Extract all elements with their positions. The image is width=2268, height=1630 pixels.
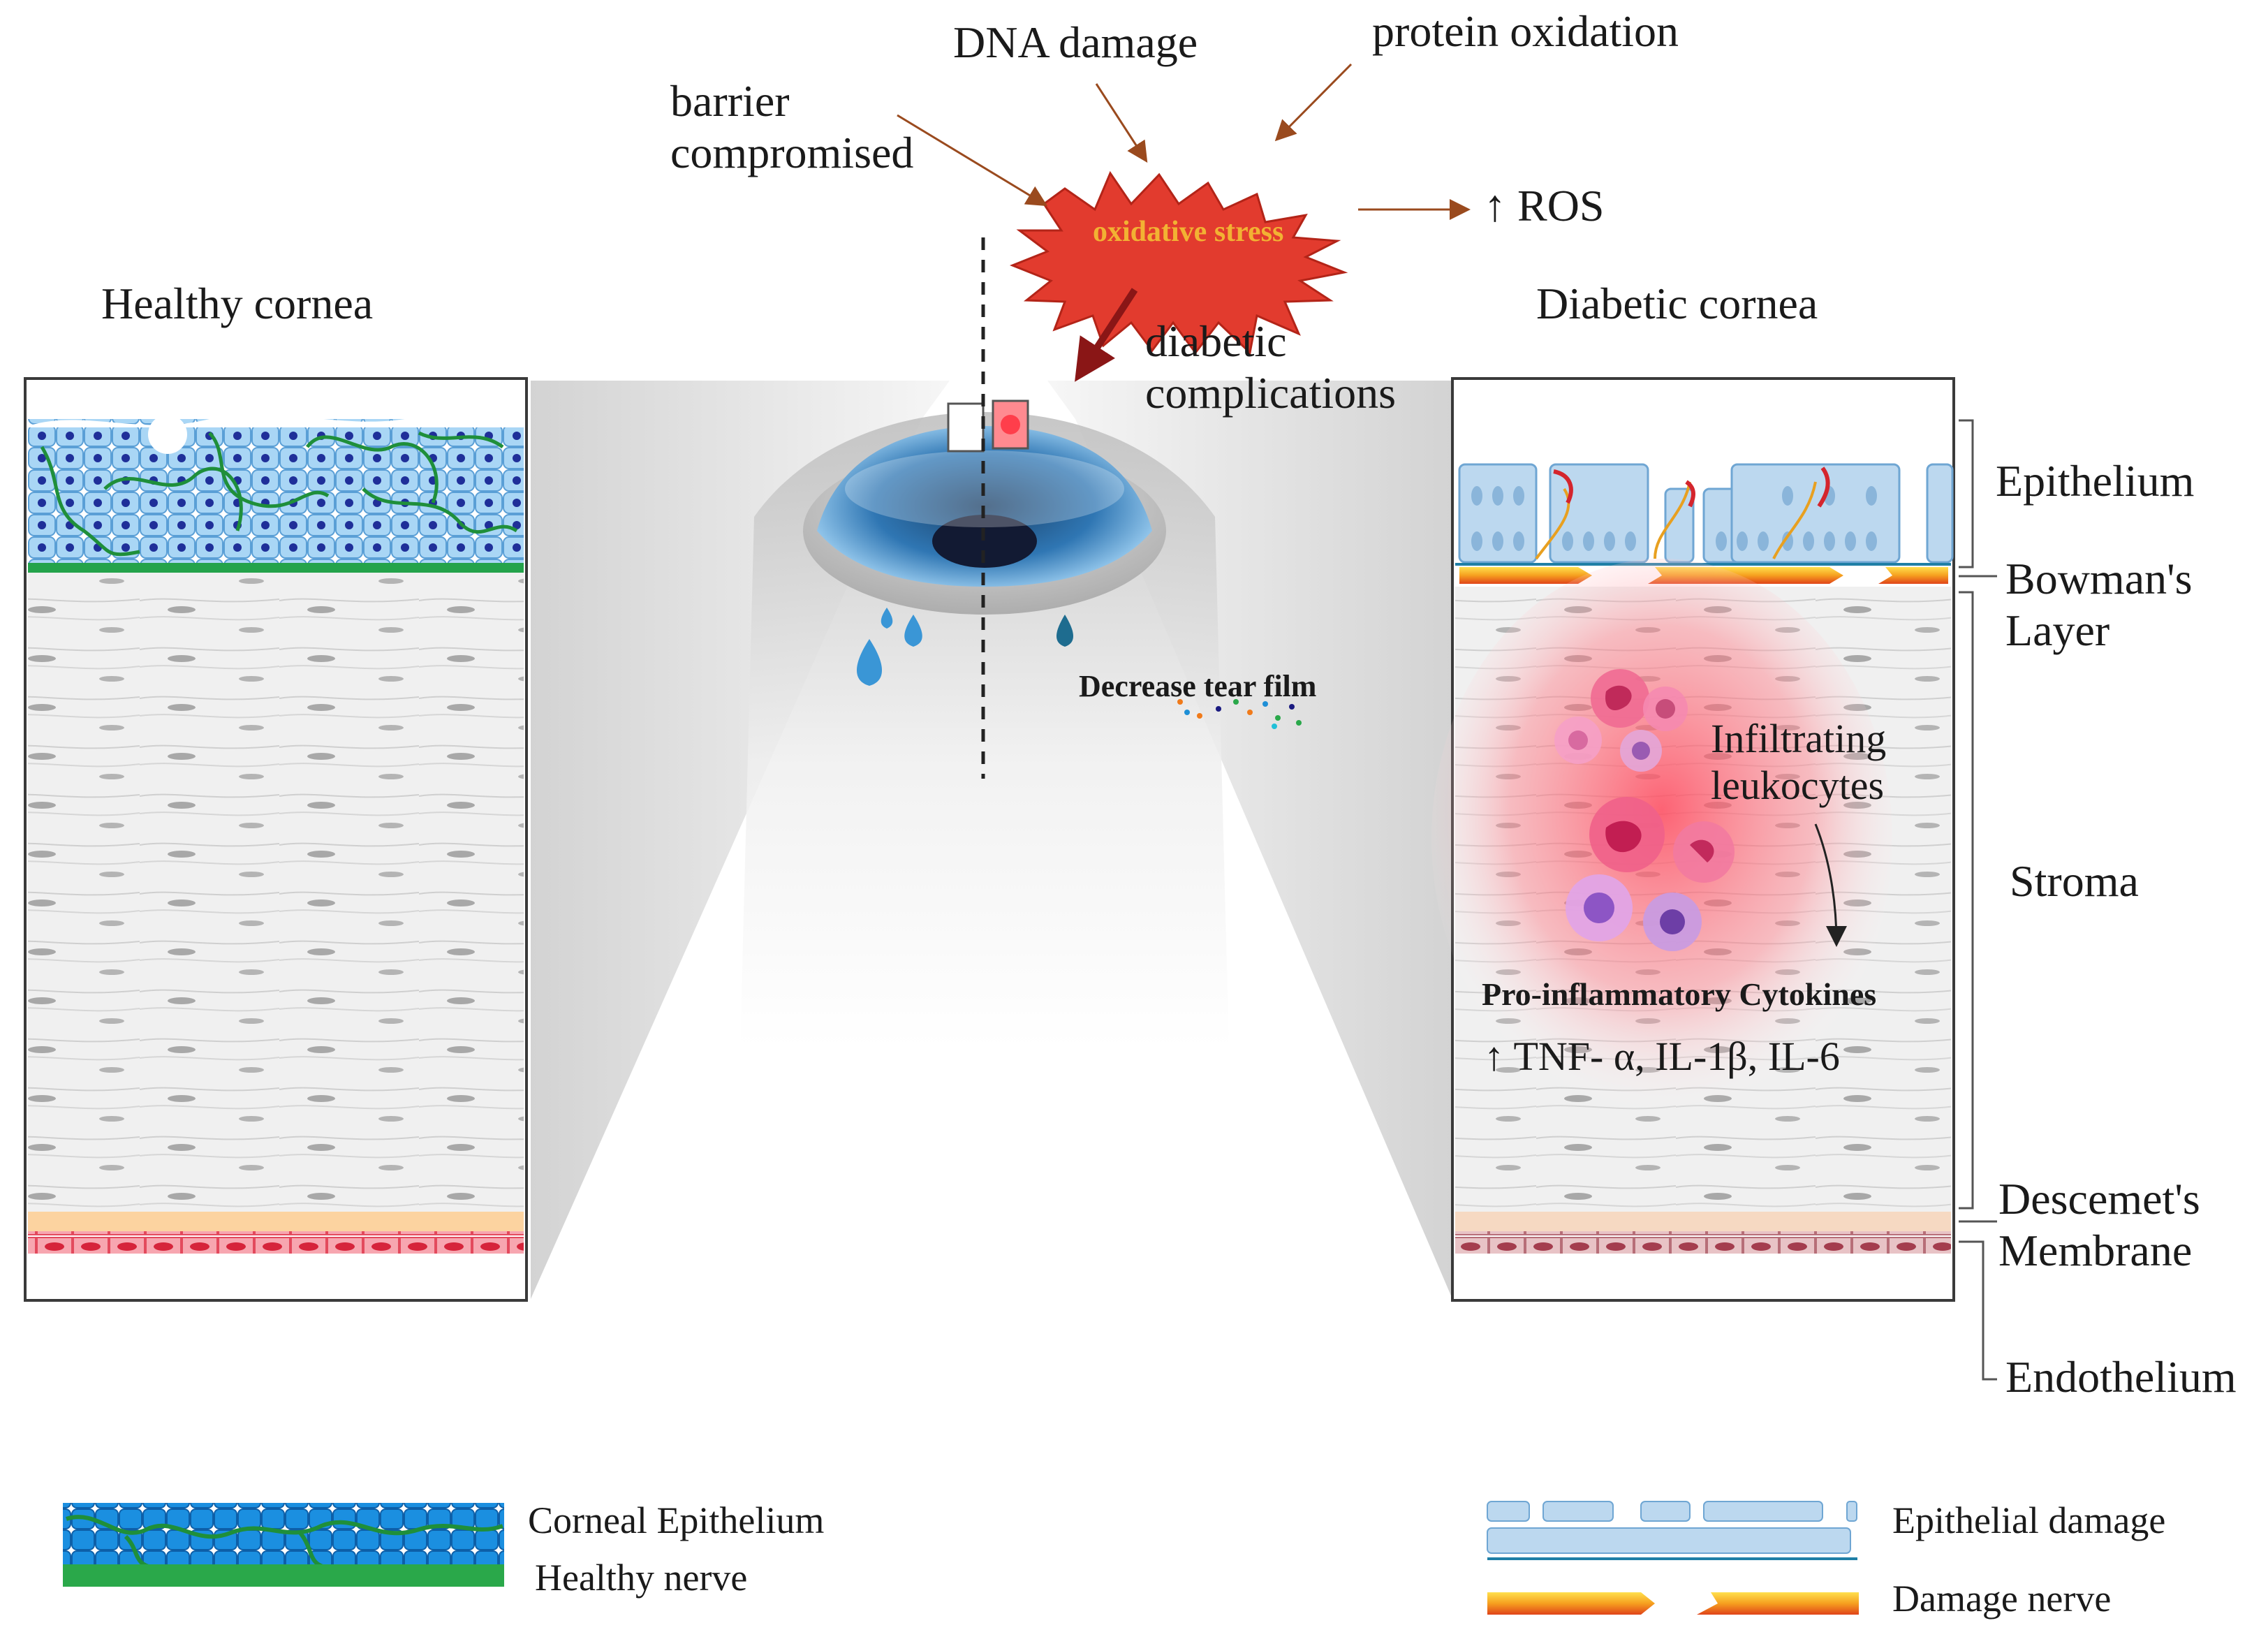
damaged-epithelium bbox=[1455, 463, 1954, 566]
leukocytes bbox=[1554, 669, 1735, 951]
diabetic-cornea-panel bbox=[1431, 377, 1955, 1302]
left-projection-cone bbox=[531, 381, 950, 1299]
legend-damage-nerve: Damage nerve bbox=[1892, 1578, 2112, 1620]
legend-damage-nerve-swatch bbox=[1487, 1592, 1859, 1615]
cytokines-list: ↑ TNF- α, IL-1β, IL-6 bbox=[1484, 1034, 1840, 1079]
oxidative-stress-label: oxidative stress bbox=[1093, 216, 1284, 248]
input-barrier-compromised: barrier compromised bbox=[670, 76, 914, 177]
healthy-epithelium bbox=[28, 419, 524, 566]
legend-epithelial-damage: Epithelial damage bbox=[1892, 1499, 2166, 1541]
stress-arrows bbox=[897, 63, 1471, 220]
layer-label-endothelium: Endothelium bbox=[2005, 1352, 2237, 1402]
layer-brackets bbox=[1959, 419, 1997, 1381]
tear-drops bbox=[856, 608, 1074, 686]
healthy-endothelium bbox=[28, 1231, 524, 1254]
healthy-cornea-title: Healthy cornea bbox=[101, 279, 374, 328]
legend-corneal-epithelium: Corneal Epithelium bbox=[528, 1499, 825, 1541]
right-projection-cone bbox=[1047, 381, 1452, 1299]
healthy-nerve-fibers bbox=[40, 431, 518, 557]
diabetic-descemet-membrane bbox=[1455, 1212, 1951, 1231]
input-protein-oxidation: protein oxidation bbox=[1372, 6, 1679, 56]
layer-label-stroma: Stroma bbox=[2010, 856, 2139, 906]
tear-film-dots bbox=[1177, 699, 1302, 729]
tear-film-label: Decrease tear film bbox=[1079, 669, 1317, 703]
diabetic-complications-label: diabetic complications bbox=[1145, 316, 1397, 418]
healthy-descemet-membrane bbox=[28, 1212, 524, 1231]
input-dna-damage: DNA damage bbox=[953, 17, 1198, 67]
legend-healthy-nerve-swatch bbox=[63, 1564, 504, 1587]
healthy-bowman-layer bbox=[28, 563, 524, 573]
healthy-sample-box bbox=[947, 402, 985, 453]
diabetic-complications-arrow bbox=[1075, 288, 1138, 382]
output-ros: ↑ ROS bbox=[1484, 181, 1605, 230]
healthy-epithelium-gap bbox=[148, 415, 187, 454]
oxidative-stress-burst bbox=[1009, 170, 1348, 355]
healthy-cornea-panel bbox=[24, 377, 528, 1302]
layer-label-bowman: Bowman's Layer bbox=[2005, 554, 2193, 655]
diabetic-cornea-title: Diabetic cornea bbox=[1536, 279, 1818, 328]
leukocyte-to-cytokine-arrow bbox=[1814, 823, 1847, 947]
layer-label-epithelium: Epithelium bbox=[1996, 456, 2195, 506]
cytokines-title: Pro-inflammatory Cytokines bbox=[1482, 976, 1877, 1012]
legend-epithelial-damage-swatch bbox=[1487, 1501, 1857, 1560]
legend-healthy-epithelium-swatch bbox=[63, 1503, 504, 1570]
diabetic-endothelium bbox=[1455, 1231, 1951, 1254]
legend-healthy-nerve: Healthy nerve bbox=[535, 1557, 748, 1599]
infiltrating-leukocytes-label: Infiltrating leukocytes bbox=[1711, 716, 1887, 808]
layer-label-descemet: Descemet's Membrane bbox=[1998, 1174, 2200, 1275]
